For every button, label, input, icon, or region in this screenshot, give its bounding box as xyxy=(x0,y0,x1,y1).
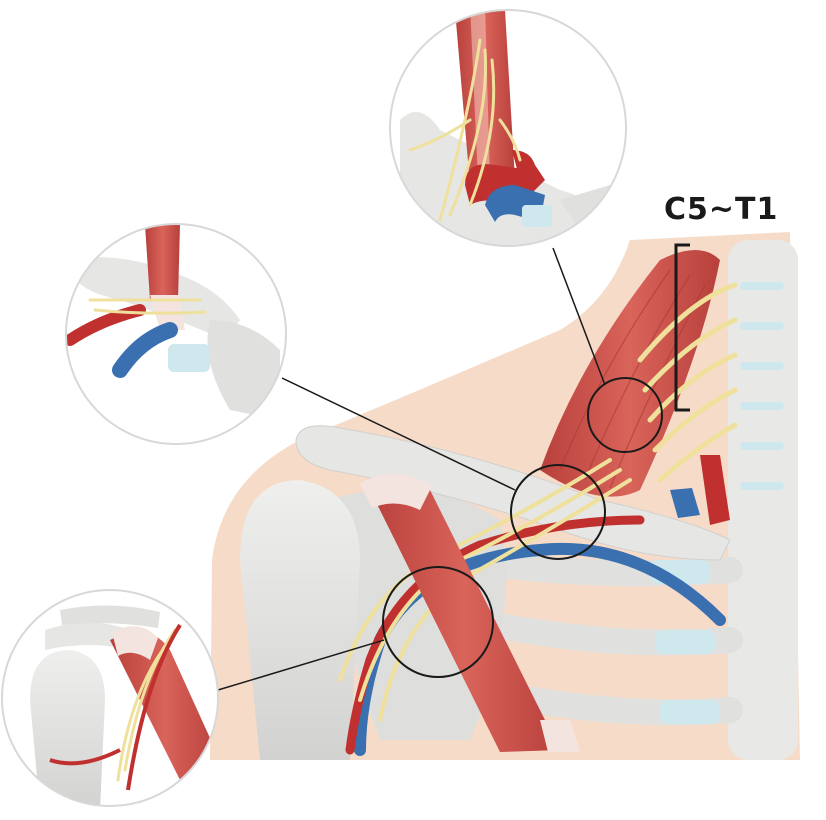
spinal-range-bracket xyxy=(674,243,690,412)
pectoralis-minor-tendon xyxy=(360,473,432,510)
subclavian-artery-proximal xyxy=(700,455,730,525)
pectoralis-minor-lower-tendon xyxy=(540,720,580,752)
callout-interscalene xyxy=(587,377,663,453)
callout-costoclavicular xyxy=(510,464,606,560)
inset-axillary xyxy=(1,589,219,807)
spinal-range-label: C5~T1 xyxy=(664,192,779,227)
inset-costoclavicular xyxy=(65,223,287,445)
pectoralis-minor xyxy=(370,480,560,752)
leader-lines xyxy=(217,247,606,691)
humerus xyxy=(240,480,360,760)
inset-interscalene xyxy=(389,9,627,247)
callout-axillary xyxy=(382,566,494,678)
callout-targets xyxy=(382,377,663,678)
subclavian-vein-proximal xyxy=(670,488,700,518)
brachial-plexus-roots xyxy=(637,282,738,483)
spine xyxy=(728,240,798,760)
